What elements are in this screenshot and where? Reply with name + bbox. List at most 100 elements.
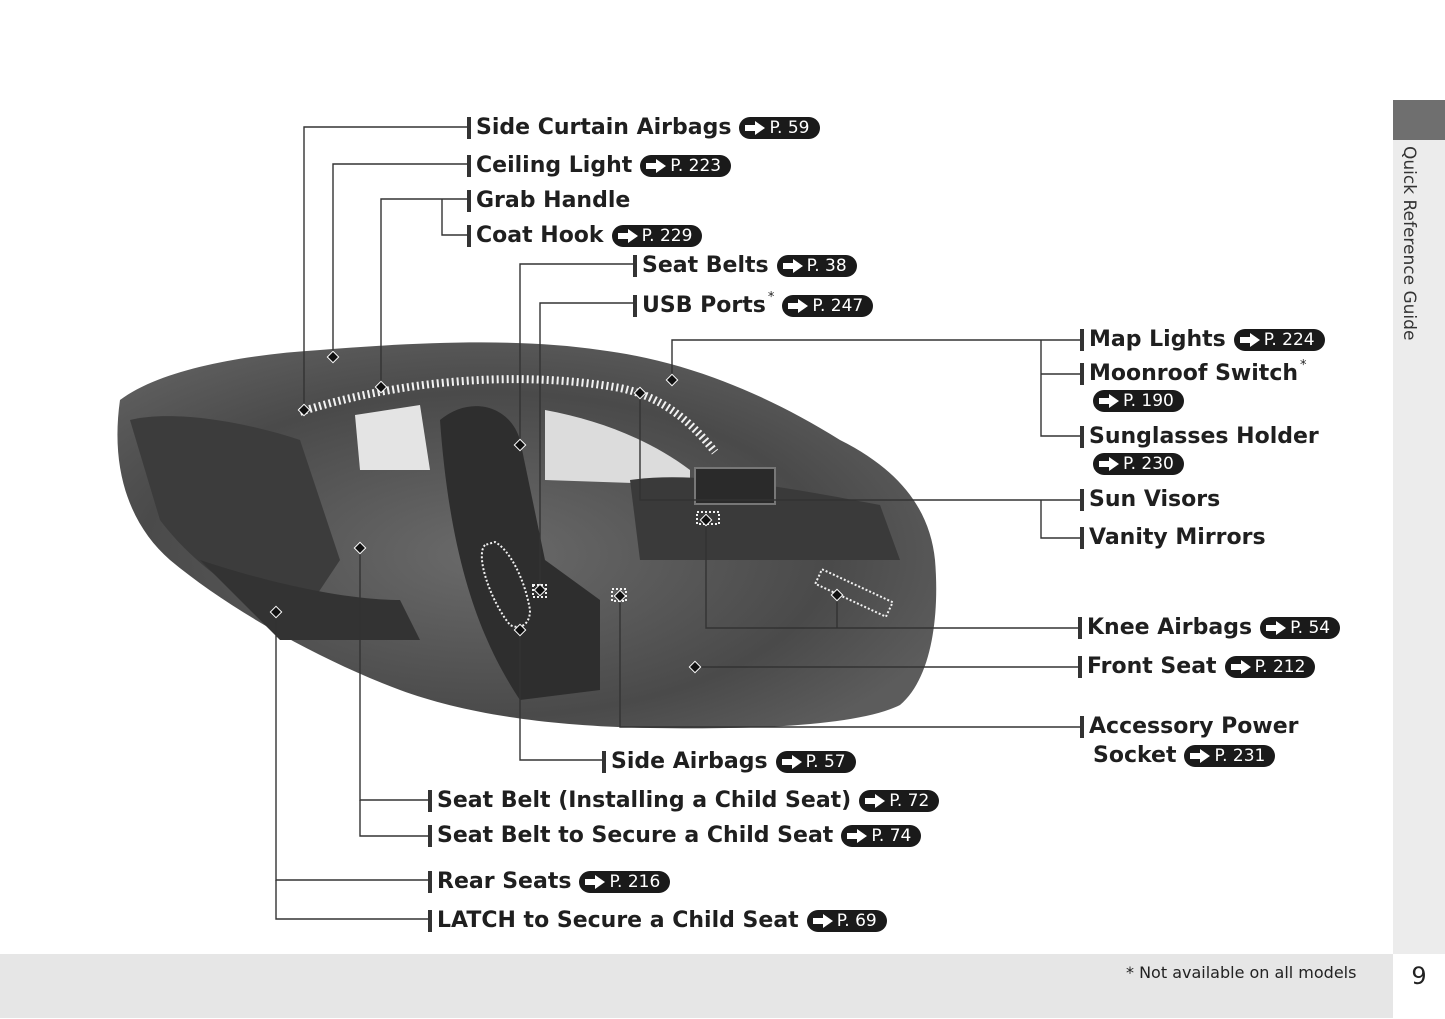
page-ref-badge[interactable]: P. 230	[1093, 453, 1184, 475]
page-ref-badge[interactable]: P. 59	[739, 117, 820, 139]
arrow-right-icon	[1190, 749, 1211, 763]
page-ref-badge[interactable]: P. 223	[640, 155, 732, 177]
leader-markers	[269, 350, 844, 674]
label-bar	[633, 255, 637, 277]
arrow-right-icon	[1099, 457, 1119, 471]
usb-rear-outline	[532, 584, 547, 598]
label-text: Knee Airbags	[1087, 615, 1253, 640]
label-seat-belts: Seat Belts P. 38	[633, 251, 857, 281]
page-ref-badge[interactable]: P. 72	[859, 790, 940, 812]
front-window	[545, 410, 690, 485]
arrow-right-icon	[585, 875, 606, 889]
label-bar	[1080, 363, 1084, 385]
label-text: Socket	[1093, 743, 1177, 768]
label-moonroof-switch-ref: P. 190	[1093, 390, 1184, 412]
page-ref-text: P. 54	[1290, 618, 1331, 638]
label-text: Front Seat	[1087, 654, 1217, 679]
page-ref-badge[interactable]: P. 229	[611, 225, 703, 247]
label-usb-ports: USB Ports* P. 247	[633, 290, 874, 321]
label-bar	[1080, 426, 1084, 448]
label-seat-belt-secure: Seat Belt to Secure a Child Seat P. 74	[428, 821, 922, 851]
rear-seat-cushion	[200, 560, 420, 640]
arrow-right-icon	[1099, 394, 1119, 408]
label-text: Vanity Mirrors	[1089, 525, 1266, 550]
front-seat-shape	[440, 406, 600, 700]
label-bar	[428, 825, 432, 847]
label-rear-seats: Rear Seats P. 216	[428, 867, 671, 897]
page-ref-text: P. 229	[641, 226, 693, 246]
label-front-seat: Front Seat P. 212	[1078, 652, 1316, 682]
label-accessory-power-socket-line2: Socket P. 231	[1093, 741, 1276, 771]
asterisk-mark: *	[767, 290, 775, 305]
page-ref-badge[interactable]: P. 216	[579, 871, 671, 893]
page-ref-text: P. 72	[889, 791, 930, 811]
page-ref-text: P. 247	[812, 296, 864, 316]
page-ref-text: P. 212	[1254, 657, 1306, 677]
page-ref-text: P. 224	[1263, 330, 1315, 350]
label-text: Seat Belt (Installing a Child Seat)	[437, 788, 852, 813]
label-bar	[428, 871, 432, 893]
label-moonroof-switch: Moonroof Switch*	[1080, 358, 1307, 389]
arrow-right-icon	[1239, 333, 1260, 347]
label-bar	[1080, 716, 1084, 738]
asterisk-mark: *	[1300, 358, 1307, 373]
label-bar	[1078, 656, 1082, 678]
label-text: Accessory Power	[1089, 714, 1299, 739]
label-text: Moonroof Switch	[1089, 361, 1299, 386]
section-tab[interactable]	[1393, 100, 1445, 140]
page-number: 9	[1411, 962, 1427, 990]
page-ref-badge[interactable]: P. 190	[1093, 390, 1184, 412]
label-bar	[467, 225, 471, 247]
label-text: Seat Belts	[642, 253, 769, 278]
label-text: Seat Belt to Secure a Child Seat	[437, 823, 834, 848]
page-ref-text: P. 230	[1123, 454, 1174, 474]
page-ref-badge[interactable]: P. 224	[1233, 329, 1325, 351]
label-bar	[467, 190, 471, 212]
arrow-right-icon	[847, 829, 868, 843]
curtain-airbag-band	[298, 375, 719, 455]
label-bar	[1080, 527, 1084, 549]
label-sunglasses-holder: Sunglasses Holder	[1080, 422, 1319, 452]
page-ref-badge[interactable]: P. 231	[1184, 745, 1276, 767]
footer-band	[0, 954, 1393, 1018]
page-ref-badge[interactable]: P. 54	[1260, 617, 1341, 639]
rear-seat-shape	[130, 416, 340, 620]
label-accessory-power-socket: Accessory Power	[1080, 712, 1299, 742]
knee-airbag-outline	[813, 567, 895, 619]
label-grab-handle: Grab Handle	[467, 186, 630, 216]
page-ref-badge[interactable]: P. 57	[775, 751, 856, 773]
page-ref-badge[interactable]: P. 74	[841, 825, 922, 847]
label-latch: LATCH to Secure a Child Seat P. 69	[428, 906, 887, 936]
arrow-right-icon	[812, 914, 833, 928]
page-ref-badge[interactable]: P. 247	[782, 295, 874, 317]
arrow-right-icon	[646, 159, 667, 173]
arrow-right-icon	[781, 755, 802, 769]
arrow-right-icon	[788, 299, 809, 313]
label-text: LATCH to Secure a Child Seat	[437, 908, 799, 933]
side-airbag-outline	[480, 540, 532, 628]
label-seat-belt-installing: Seat Belt (Installing a Child Seat) P. 7…	[428, 786, 940, 816]
arrow-right-icon	[745, 121, 766, 135]
page-ref-badge[interactable]: P. 38	[776, 255, 857, 277]
label-text: Sun Visors	[1089, 487, 1221, 512]
page-ref-text: P. 59	[769, 118, 810, 138]
label-ceiling-light: Ceiling Light P. 223	[467, 151, 732, 181]
label-bar	[1078, 617, 1082, 639]
arrow-right-icon	[1230, 660, 1251, 674]
page-ref-text: P. 69	[836, 911, 877, 931]
page-ref-badge[interactable]: P. 69	[806, 910, 887, 932]
label-bar	[467, 155, 471, 177]
label-text: Sunglasses Holder	[1089, 424, 1319, 449]
label-side-airbags: Side Airbags P. 57	[602, 747, 856, 777]
label-text: Ceiling Light	[476, 153, 633, 178]
label-text: Side Curtain Airbags	[476, 115, 732, 140]
label-text: USB Ports	[642, 293, 766, 318]
page-ref-text: P. 57	[805, 752, 846, 772]
label-knee-airbags: Knee Airbags P. 54	[1078, 613, 1341, 643]
page-ref-text: P. 231	[1214, 746, 1266, 766]
page-ref-badge[interactable]: P. 212	[1224, 656, 1316, 678]
label-sunglasses-holder-ref: P. 230	[1093, 453, 1184, 475]
label-text: Side Airbags	[611, 749, 768, 774]
page-ref-text: P. 38	[806, 256, 847, 276]
